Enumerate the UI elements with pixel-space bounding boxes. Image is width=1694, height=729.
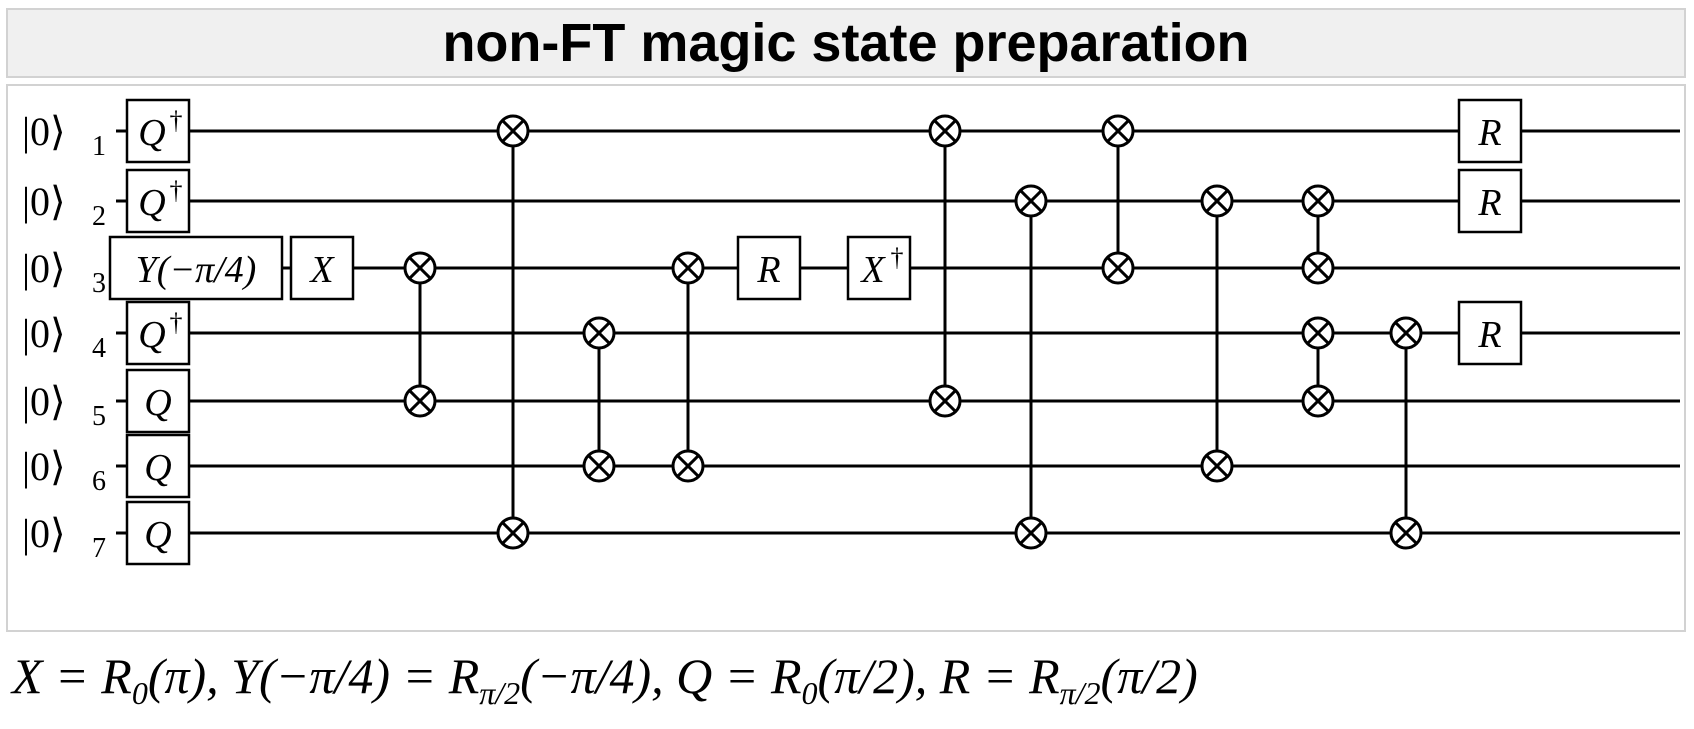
- diagram-title-bar: non-FT magic state preparation: [6, 8, 1686, 78]
- caption-subscript: π/2: [479, 675, 521, 711]
- gate-label: X: [308, 249, 335, 291]
- gate-label: R: [1477, 182, 1501, 224]
- xor-gate-cross: [501, 119, 525, 143]
- single-qubit-gate-box: [736, 235, 802, 301]
- xor-gate-cross: [1106, 256, 1130, 280]
- single-qubit-gate-box: [125, 433, 191, 499]
- gate-label: Q: [144, 514, 171, 556]
- qubit-label: |0⟩: [22, 444, 66, 489]
- gate-label: Q: [144, 447, 171, 489]
- xor-gate-cross: [408, 256, 432, 280]
- gate-label: Y(−π/4): [136, 249, 257, 291]
- xor-gate-cross: [1019, 189, 1043, 213]
- single-qubit-gate-box: [125, 500, 191, 566]
- qubit-index: 1: [92, 131, 106, 162]
- gate-label: Q: [138, 314, 165, 356]
- gate-label: Q: [144, 382, 171, 424]
- gate-label: Q: [138, 112, 165, 154]
- single-qubit-gate-box: [125, 98, 191, 164]
- qubit-label: |0⟩: [22, 109, 66, 154]
- xor-gate-cross: [676, 454, 700, 478]
- gate-label: X: [859, 249, 886, 291]
- qubit-label: |0⟩: [22, 179, 66, 224]
- qubit-index: 3: [92, 268, 106, 299]
- caption-part: (−π/4), Q = R: [520, 648, 802, 704]
- gate-dagger: †: [170, 308, 183, 337]
- xor-gate-cross: [1394, 321, 1418, 345]
- xor-gate-cross: [1205, 189, 1229, 213]
- single-qubit-gate-box: [125, 300, 191, 366]
- caption-subscript: 0: [131, 675, 148, 711]
- xor-gate-cross: [501, 521, 525, 545]
- xor-gate-cross: [933, 389, 957, 413]
- diagram-title: non-FT magic state preparation: [442, 13, 1250, 73]
- xor-gate-cross: [408, 389, 432, 413]
- gate-label: R: [1477, 314, 1501, 356]
- qubit-label: |0⟩: [22, 379, 66, 424]
- gate-dagger: †: [170, 176, 183, 205]
- single-qubit-gate-box: [125, 168, 191, 234]
- caption-part: (π/2): [1100, 648, 1198, 704]
- gate-dagger: †: [170, 106, 183, 135]
- gate-definitions-caption: X = R0(π), Y(−π/4) = Rπ/2(−π/4), Q = R0(…: [12, 640, 1692, 712]
- xor-gate-cross: [676, 256, 700, 280]
- xor-gate-cross: [1106, 119, 1130, 143]
- xor-gate-cross: [587, 321, 611, 345]
- xor-gate-cross: [1394, 521, 1418, 545]
- qubit-index: 2: [92, 201, 106, 232]
- single-qubit-gate-box: [846, 235, 912, 301]
- gate-label: R: [1477, 112, 1501, 154]
- caption-part: X = R: [12, 648, 132, 704]
- caption-subscript: 0: [801, 675, 818, 711]
- single-qubit-gate-box: [1457, 98, 1523, 164]
- qubit-label: |0⟩: [22, 246, 66, 291]
- xor-gate-cross: [1306, 256, 1330, 280]
- gate-label: R: [756, 249, 780, 291]
- caption-part: (π), Y(−π/4) = R: [147, 648, 480, 704]
- single-qubit-gate-box: [108, 235, 284, 301]
- gate-label: Q: [138, 182, 165, 224]
- single-qubit-gate-box: [1457, 168, 1523, 234]
- single-qubit-gate-box: [1457, 300, 1523, 366]
- qubit-index: 5: [92, 401, 106, 432]
- qubit-label: |0⟩: [22, 511, 66, 556]
- qubit-index: 7: [92, 533, 106, 564]
- xor-gate-cross: [933, 119, 957, 143]
- xor-gate-cross: [587, 454, 611, 478]
- qubit-index: 6: [92, 466, 106, 497]
- single-qubit-gate-box: [289, 235, 355, 301]
- xor-gate-cross: [1205, 454, 1229, 478]
- caption-subscript: π/2: [1059, 675, 1101, 711]
- gate-dagger: †: [891, 243, 904, 272]
- caption-part: (π/2), R = R: [817, 648, 1060, 704]
- xor-gate-cross: [1306, 189, 1330, 213]
- xor-gate-cross: [1019, 521, 1043, 545]
- qubit-index: 4: [92, 333, 106, 364]
- qubit-label: |0⟩: [22, 311, 66, 356]
- xor-gate-cross: [1306, 389, 1330, 413]
- xor-gate-cross: [1306, 321, 1330, 345]
- single-qubit-gate-box: [125, 368, 191, 434]
